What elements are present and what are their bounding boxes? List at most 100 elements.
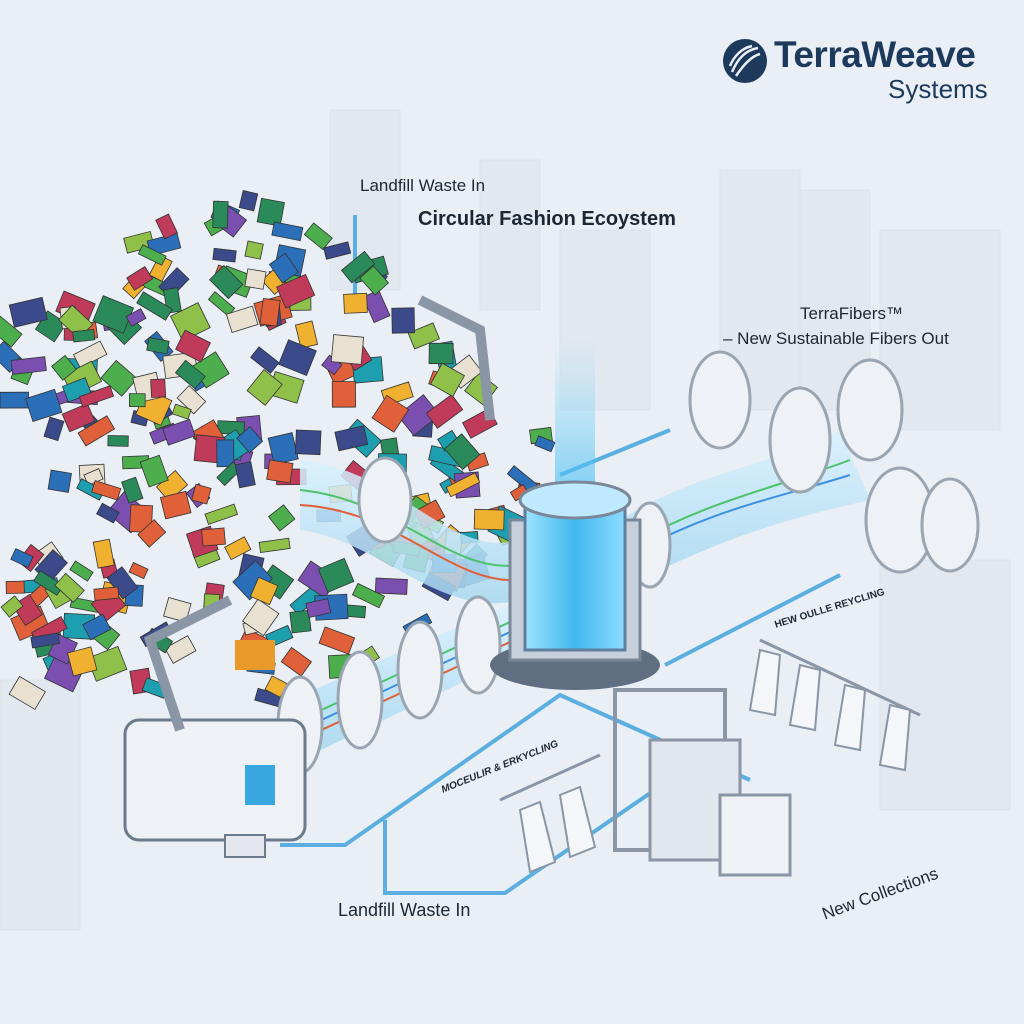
- garment-piece: [51, 354, 77, 381]
- label-landfill-bottom: Landfill Waste In: [338, 900, 471, 920]
- garment-piece: [225, 305, 259, 333]
- garment-piece: [8, 296, 48, 328]
- garment-piece: [72, 340, 108, 369]
- garment-piece: [171, 403, 192, 420]
- garment-piece: [174, 359, 206, 390]
- garment-piece: [25, 388, 63, 422]
- garment-piece: [278, 339, 317, 376]
- garment-piece: [244, 268, 267, 290]
- garment-piece: [92, 538, 115, 569]
- garment-piece: [204, 503, 239, 525]
- garment-piece: [234, 461, 256, 489]
- background-city: [0, 109, 1011, 931]
- garment-piece: [256, 197, 285, 227]
- garment-piece: [212, 200, 229, 229]
- garment-piece: [121, 476, 144, 504]
- garment-piece: [267, 504, 296, 532]
- garment-piece: [91, 480, 122, 501]
- garment-piece: [359, 265, 390, 296]
- garment-piece: [125, 308, 147, 327]
- garment-piece: [303, 222, 333, 251]
- garment-piece: [323, 241, 352, 260]
- garment-piece: [0, 315, 23, 348]
- garment-piece: [351, 582, 386, 609]
- brand-subtitle: Systems: [888, 74, 988, 104]
- garment-piece: [271, 221, 304, 242]
- garment-piece: [159, 490, 192, 520]
- garment-piece: [473, 508, 505, 531]
- garment-piece: [242, 598, 280, 637]
- garment-piece: [100, 359, 138, 397]
- garment-piece: [212, 247, 237, 263]
- garment-piece: [139, 454, 169, 488]
- garment-piece: [391, 307, 416, 334]
- textile-waste-pile: [0, 190, 558, 710]
- garment-piece: [330, 334, 365, 365]
- garment-piece: [428, 342, 454, 365]
- garment-piece: [96, 502, 120, 524]
- garment-piece: [137, 519, 167, 548]
- diagram-title: Circular Fashion Ecoystem: [418, 208, 676, 230]
- garment-piece: [246, 369, 283, 406]
- garment-piece: [425, 393, 464, 429]
- garment-piece: [107, 435, 129, 447]
- garment-piece: [294, 429, 322, 456]
- garment-piece: [72, 329, 96, 343]
- garment-piece: [69, 560, 94, 582]
- garment-piece: [201, 527, 226, 547]
- garment-piece: [54, 572, 85, 603]
- garment-piece: [244, 240, 264, 260]
- garment-piece: [397, 394, 441, 437]
- garment-piece: [407, 322, 440, 350]
- clothing-racks: [499, 638, 921, 877]
- garment-piece: [250, 346, 280, 374]
- garment-piece: [334, 425, 369, 452]
- sorting-machine: [123, 295, 495, 858]
- garment-piece: [155, 213, 178, 240]
- garment-piece: [249, 576, 279, 606]
- garment-piece: [236, 426, 264, 454]
- garment-piece: [371, 394, 410, 433]
- garment-piece: [137, 244, 167, 266]
- garment-piece: [162, 418, 196, 446]
- label-fibers-out: – New Sustainable Fibers Out: [723, 329, 949, 348]
- garment-piece: [258, 537, 291, 553]
- garment-piece: [10, 356, 47, 375]
- garment-piece: [191, 483, 212, 505]
- garment-piece: [8, 675, 46, 710]
- garment-piece: [340, 250, 376, 284]
- garment-piece: [0, 595, 24, 618]
- garment-piece: [175, 329, 211, 363]
- garment-piece: [207, 291, 236, 317]
- garment-piece: [268, 252, 299, 284]
- woven-globe-icon: [723, 39, 767, 83]
- garment-piece: [5, 580, 25, 594]
- garment-piece: [259, 297, 281, 327]
- garment-piece: [305, 598, 332, 618]
- garment-piece: [148, 254, 173, 282]
- garment-piece: [238, 190, 259, 212]
- garment-piece: [430, 362, 465, 397]
- garment-piece: [534, 435, 556, 453]
- garment-piece: [150, 378, 167, 398]
- garment-piece: [136, 291, 173, 321]
- garment-piece: [43, 416, 65, 442]
- garment-piece: [0, 391, 29, 409]
- garment-piece: [10, 548, 34, 568]
- garment-piece: [128, 393, 146, 408]
- garment-piece: [61, 403, 96, 433]
- garment-piece: [126, 265, 154, 291]
- garment-piece: [216, 439, 235, 468]
- garment-piece: [294, 320, 319, 349]
- garment-piece: [128, 562, 149, 580]
- garment-piece: [443, 433, 481, 471]
- garment-piece: [93, 586, 120, 601]
- garment-piece: [30, 632, 60, 649]
- brand-name: TerraWeave: [774, 34, 976, 75]
- label-terrafibers: TerraFibers™: [800, 304, 903, 323]
- garment-piece: [67, 646, 98, 677]
- garment-piece: [331, 381, 356, 408]
- garment-piece: [362, 289, 391, 324]
- garment-piece: [445, 472, 481, 498]
